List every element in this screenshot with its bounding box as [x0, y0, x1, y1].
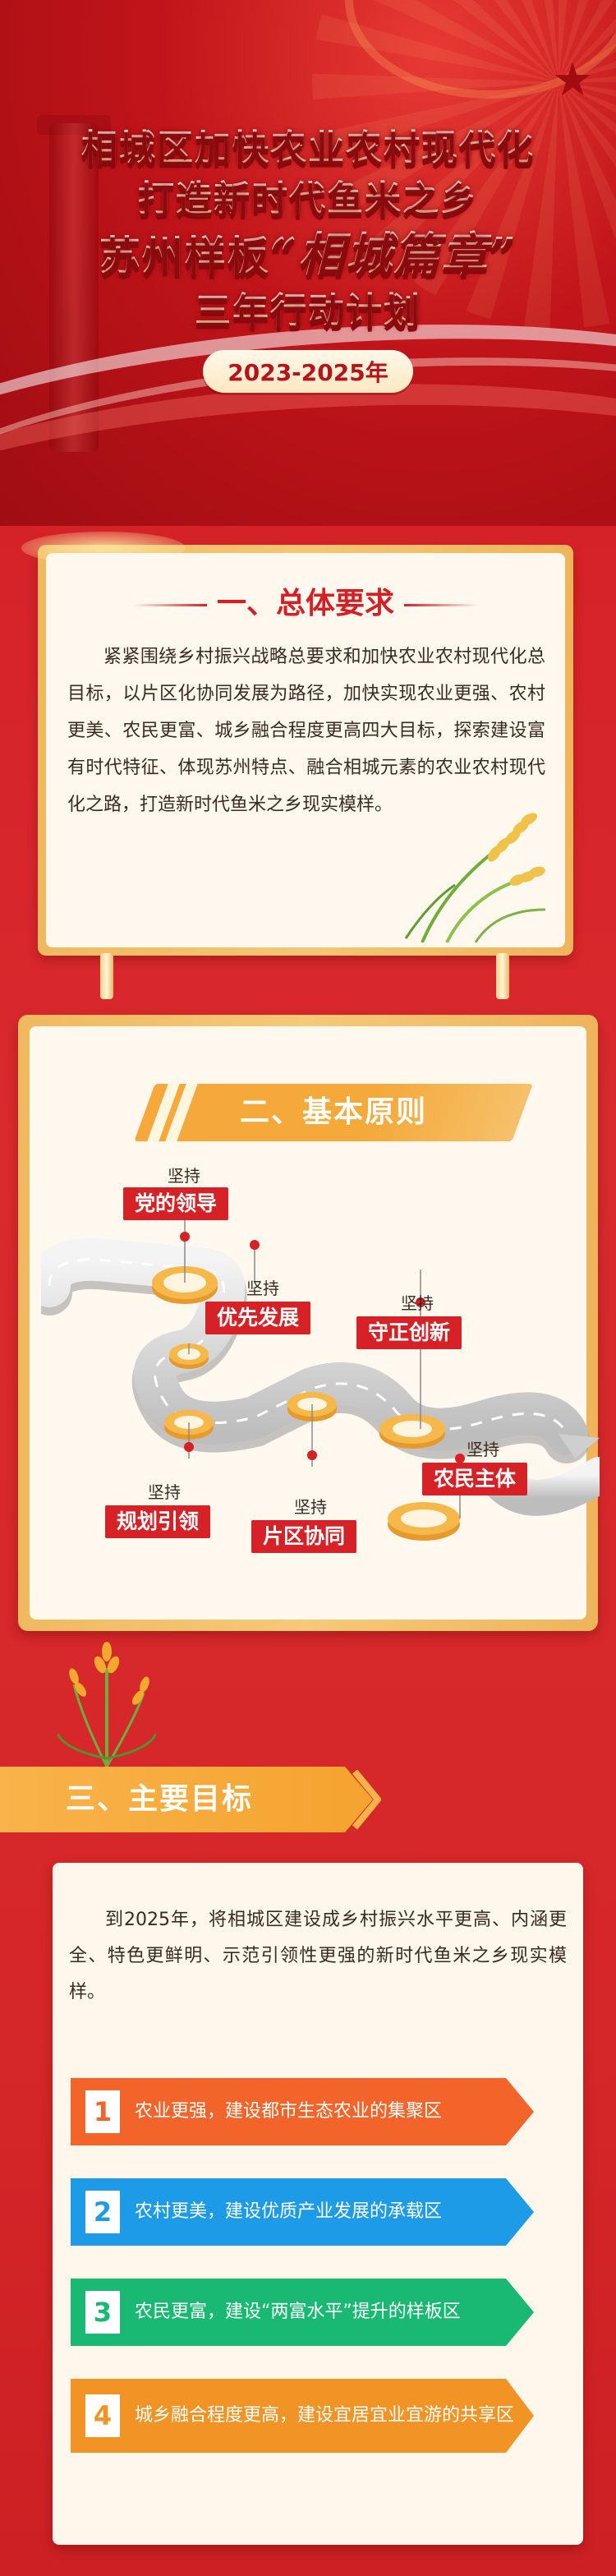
goal-text: 城乡融合程度更高，建设宜居宜业宜游的共享区 [135, 2405, 515, 2426]
sign-post [496, 953, 509, 999]
goal-item-3: 3 农民更富，建设“两富水平”提升的样板区 [71, 2279, 534, 2346]
chevron-right-icon [352, 1769, 381, 1830]
goal-number: 4 [85, 2394, 120, 2437]
goal-number: 3 [85, 2291, 120, 2334]
principle-prefix: 坚持 [148, 1482, 181, 1502]
section2-title: 二、基本原则 [239, 1095, 427, 1129]
wheat-icon [57, 1642, 156, 1767]
title-line-3-quote: “相城篇章” [269, 228, 517, 282]
section1-heading: 一、总体要求 [46, 579, 565, 622]
principle-prefix: 坚持 [246, 1279, 279, 1298]
goal-text: 农村更美，建设优质产业发展的承载区 [135, 2201, 443, 2222]
principle-prefix: 坚持 [294, 1497, 327, 1517]
principle-prefix: 坚持 [467, 1440, 499, 1459]
title-line-4: 三年行动计划 [0, 286, 616, 337]
principle-prefix: 坚持 [168, 1166, 200, 1186]
card-inner: 一、总体要求 紧紧围绕乡村振兴战略总要求和加快农业农村现代化总目标，以片区化协同… [46, 553, 565, 947]
title-line-1: 相城区加快农业农村现代化 [0, 123, 616, 174]
divider [404, 603, 478, 606]
goal-number: 2 [85, 2191, 120, 2233]
section3-title: 三、主要目标 [66, 1782, 254, 1816]
title-line-3: 苏州样板“相城篇章” [0, 225, 616, 286]
section1-body: 紧紧围绕乡村振兴战略总要求和加快农业农村现代化总目标，以片区化协同发展为路径，加… [67, 647, 545, 815]
milestone-disc [379, 1414, 445, 1449]
principle-tag-farmers-subject: 农民主体 [422, 1463, 528, 1495]
principle-tag-priority-development: 优先发展 [205, 1302, 311, 1334]
principle-tag-planning: 规划引领 [105, 1505, 211, 1538]
year-range-badge: 2023-2025年 [203, 350, 413, 393]
milestone-disc [388, 1502, 460, 1541]
sign-post [100, 953, 113, 999]
rice-plant-icon [404, 813, 546, 942]
goal-item-2: 2 农村更美，建设优质产业发展的承载区 [71, 2178, 534, 2246]
milestone-disc [152, 1266, 218, 1304]
page-title: 相城区加快农业农村现代化 打造新时代鱼米之乡 苏州样板“相城篇章” 三年行动计划… [0, 123, 616, 393]
goal-text: 农民更富，建设“两富水平”提升的样板区 [135, 2302, 461, 2322]
goal-bar-tip [506, 2178, 534, 2246]
title-line-3-prefix: 苏州样板 [99, 233, 270, 280]
principle-prefix: 坚持 [401, 1293, 434, 1313]
main-goals-card: 到2025年，将相城区建设成乡村振兴水平更高、内涵更全、特色更鲜明、示范引领性更… [53, 1863, 583, 2545]
principle-tag-innovation: 守正创新 [356, 1316, 462, 1349]
principle-tag-party-leadership: 党的领导 [123, 1187, 229, 1220]
divider [132, 603, 207, 606]
pillar-decoration [49, 123, 99, 452]
goal-text: 农业更强，建设都市生态农业的集聚区 [135, 2101, 443, 2122]
section3-intro: 到2025年，将相城区建设成乡村振兴水平更高、内涵更全、特色更鲜明、示范引领性更… [69, 1910, 567, 2002]
principles-road-diagram [41, 1212, 600, 1541]
goal-bar-tip [506, 2379, 534, 2453]
goal-number: 1 [85, 2090, 120, 2133]
principle-tag-regional-coordination: 片区协同 [251, 1520, 357, 1553]
title-line-2: 打造新时代鱼米之乡 [0, 174, 616, 225]
goal-bar [71, 2078, 506, 2145]
section1-title: 一、总体要求 [216, 587, 394, 620]
section3-banner [0, 1767, 345, 1832]
goal-bar-tip [506, 2279, 534, 2346]
goal-bar [71, 2178, 506, 2246]
goal-bar [71, 2379, 506, 2453]
goal-item-1: 1 农业更强，建设都市生态农业的集聚区 [71, 2078, 534, 2145]
goal-bar-tip [506, 2078, 534, 2145]
goal-bar [71, 2279, 506, 2346]
general-requirements-card: 一、总体要求 紧紧围绕乡村振兴战略总要求和加快农业农村现代化总目标，以片区化协同… [21, 532, 573, 956]
hero-banner: ★ 相城区加快农业农村现代化 打造新时代鱼米之乡 苏州样板“相城篇章” 三年行动… [0, 0, 616, 526]
goal-item-4: 4 城乡融合程度更高，建设宜居宜业宜游的共享区 [71, 2379, 534, 2453]
pillar-cap [37, 115, 111, 135]
